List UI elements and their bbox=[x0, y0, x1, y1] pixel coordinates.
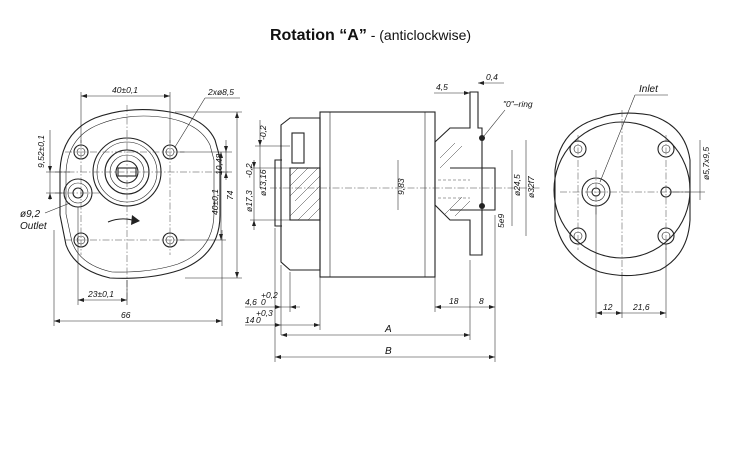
label-len-a: A bbox=[384, 324, 392, 335]
label-width: 66 bbox=[121, 310, 131, 320]
rear-view: Inlet ø5,7x9,5 12 21,6 bbox=[553, 84, 711, 318]
side-rear-hatch bbox=[439, 142, 471, 217]
rear-body-outline bbox=[554, 112, 691, 277]
label-shaft-dia: ø24,5 bbox=[512, 174, 522, 196]
label-offset-21: 21,6 bbox=[632, 302, 650, 312]
label-gap-a: 4,5 bbox=[436, 82, 448, 92]
label-key: 5e9 bbox=[496, 214, 506, 228]
label-shaft-offset: 10,48 bbox=[214, 153, 224, 175]
label-bottom-offset: 23±0,1 bbox=[87, 289, 114, 299]
label-outlet-dia: ø9,2 bbox=[20, 209, 40, 220]
label-flange-thk: 4,6 bbox=[245, 297, 257, 307]
label-hole-dia: 2xø8,5 bbox=[207, 87, 234, 97]
front-dim-outlet: ø9,2 Outlet bbox=[20, 202, 71, 232]
label-inlet: Inlet bbox=[639, 84, 659, 95]
label-center-height: 9,83 bbox=[396, 178, 406, 195]
label-bore-dia: ø32f7 bbox=[526, 176, 536, 198]
label-flange-thk-tol-low: 0 bbox=[261, 297, 266, 307]
front-dim-shaft-offset: 10,48 bbox=[180, 140, 232, 180]
rear-dim-offsets: 12 21,6 bbox=[595, 206, 667, 318]
side-dim-shaft: ø24,5 ø32f7 5e9 bbox=[496, 140, 536, 236]
title-main: Rotation “A” bbox=[269, 27, 367, 44]
side-oring-callout: "0"–ring bbox=[483, 99, 533, 137]
label-port-spacing: 40±0,1 bbox=[112, 85, 138, 95]
label-len-b: B bbox=[385, 346, 392, 357]
rear-inlet-callout: Inlet bbox=[599, 84, 668, 183]
title-sub: - (anticlockwise) bbox=[366, 27, 472, 43]
rotation-arrow-icon bbox=[107, 215, 140, 225]
label-len-8: 8 bbox=[479, 296, 484, 306]
label-spigot-tol: +0,3 bbox=[256, 308, 273, 318]
side-dim-pilot: ø13,16 -0,2 bbox=[255, 120, 290, 196]
side-flange bbox=[280, 117, 321, 271]
front-dim-hole-dia: 2xø8,5 bbox=[174, 87, 240, 148]
side-dim-center-height: 9,83 bbox=[396, 160, 406, 210]
label-gap-b: 0,4 bbox=[486, 72, 498, 82]
label-pilot-dia: ø13,16 bbox=[258, 169, 268, 196]
label-spigot: 14 bbox=[245, 315, 255, 325]
label-flange-dia: ø17,3 bbox=[244, 190, 254, 212]
side-dim-gaps: 4,5 0,4 bbox=[434, 72, 504, 95]
front-body-outline bbox=[59, 109, 221, 279]
drawing-title: Rotation “A” - (anticlockwise) bbox=[0, 27, 741, 45]
side-dim-spigot: 14 +0,3 0 bbox=[245, 275, 321, 330]
rear-dim-inlet-dia: ø5,7x9,5 bbox=[671, 140, 711, 200]
side-dim-lengths: 18 8 bbox=[434, 215, 496, 312]
side-dim-flange: ø17,3 -0,2 bbox=[244, 160, 292, 230]
label-inlet-dia: ø5,7x9,5 bbox=[701, 147, 711, 180]
label-offset-12: 12 bbox=[603, 302, 613, 312]
label-len-18: 18 bbox=[449, 296, 459, 306]
label-outlet-offset: 9,52±0,1 bbox=[36, 135, 46, 168]
front-dim-bottom-offset: 23±0,1 bbox=[77, 207, 128, 305]
label-flange-thk-tol: +0,2 bbox=[261, 290, 278, 300]
front-dim-port-spacing: 40±0,1 bbox=[80, 85, 171, 143]
label-outlet: Outlet bbox=[20, 221, 48, 232]
side-body bbox=[319, 111, 436, 278]
front-dim-outlet-offset: 9,52±0,1 bbox=[36, 130, 70, 200]
side-view: ø13,16 -0,2 ø17,3 -0,2 9,83 4,5 0,4 bbox=[244, 72, 540, 362]
side-dim-ab: A B bbox=[274, 228, 496, 362]
front-dim-width: 66 bbox=[53, 230, 223, 326]
label-height: 74 bbox=[225, 190, 235, 200]
front-view: 40±0,1 2xø8,5 9,52±0,1 10,48 bbox=[20, 85, 242, 326]
side-pilot-hatch bbox=[289, 167, 321, 221]
label-oring: "0"–ring bbox=[503, 99, 533, 109]
oring-bottom bbox=[479, 203, 485, 209]
label-spigot-tol-low: 0 bbox=[256, 315, 261, 325]
front-dim-height: 74 bbox=[175, 111, 242, 279]
side-dim-flange-thk: 4,6 +0,2 0 bbox=[245, 265, 300, 335]
oring-top bbox=[479, 135, 485, 141]
label-vert-spacing: 40±0,1 bbox=[210, 189, 220, 215]
label-flange-tol: -0,2 bbox=[244, 163, 254, 178]
label-pilot-tol: -0,2 bbox=[258, 125, 268, 140]
side-rear-cover bbox=[434, 91, 483, 256]
